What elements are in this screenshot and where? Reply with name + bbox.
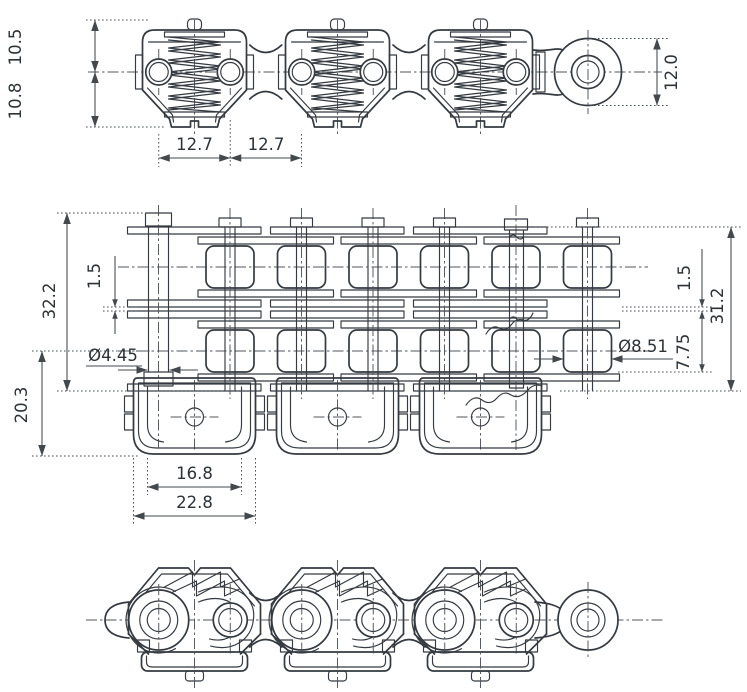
- chain-end-cap: [104, 601, 130, 639]
- gripper-attachment-side: [422, 19, 540, 134]
- gripper-attachment-plan: [125, 559, 262, 691]
- dim-plate-gap-left: 1.5: [85, 256, 139, 334]
- dim-label: 10.8: [6, 83, 25, 120]
- front-view: 32.2 1.5 20.3 Ø4.45 16.8: [12, 205, 741, 524]
- dim-label: 22.8: [176, 493, 213, 512]
- dim-plate-gap-right: 1.5: [622, 249, 713, 312]
- dim-roller-diameter: Ø8.51: [534, 337, 673, 363]
- side-view: 10.5 10.8 12.7 12.7 12.0: [6, 19, 681, 167]
- connecting-pin-left: [143, 205, 174, 448]
- dim-label: 1.5: [85, 263, 104, 289]
- gripper-attachment-side: [136, 19, 254, 134]
- dim-label: 12.7: [176, 135, 213, 154]
- dim-pin-diameter: Ø4.45: [86, 346, 198, 374]
- dim-label: 31.2: [708, 288, 727, 325]
- dim-label: 1.5: [675, 265, 694, 291]
- attachment-clip: [266, 377, 409, 455]
- dim-label: 20.3: [12, 387, 31, 424]
- dim-pitch-right: 12.7: [230, 134, 302, 167]
- gripper-attachment-side: [279, 19, 397, 134]
- dim-upper-half-height: 10.5: [6, 19, 150, 72]
- dim-lower-half-height: 10.8: [6, 72, 164, 128]
- end-link-plan: [534, 582, 619, 658]
- dim-label: 32.2: [40, 283, 59, 320]
- attachment-clip: [409, 377, 552, 455]
- dim-roller-width: 7.75: [618, 311, 713, 373]
- dim-label: 12.7: [248, 135, 285, 154]
- dim-overall-height: 32.2: [40, 212, 258, 392]
- dim-attachment-outer-width: 22.8: [133, 458, 256, 524]
- dim-pitch-left: 12.7: [158, 120, 231, 167]
- dim-attachment-depth: 20.3: [12, 350, 152, 457]
- dim-label: 12.0: [662, 54, 681, 91]
- dim-label: Ø4.45: [88, 346, 138, 365]
- dim-attachment-inner-width: 16.8: [147, 458, 242, 495]
- dim-label: 7.75: [674, 334, 693, 371]
- dim-label: 10.5: [6, 29, 25, 66]
- connecting-pin-right: [503, 205, 529, 450]
- break-line: [485, 312, 534, 335]
- gripper-attachment-plan: [411, 559, 548, 691]
- dim-overall-width: 31.2: [535, 226, 741, 392]
- attachment-clip: [123, 377, 266, 455]
- end-link-side: [532, 30, 623, 114]
- break-line: [465, 384, 543, 406]
- plan-view: [86, 559, 664, 691]
- dim-label: Ø8.51: [618, 337, 668, 356]
- dim-label: 16.8: [176, 464, 213, 483]
- gripper-attachment-plan: [268, 559, 405, 691]
- dim-end-plate-height: 12.0: [590, 38, 681, 106]
